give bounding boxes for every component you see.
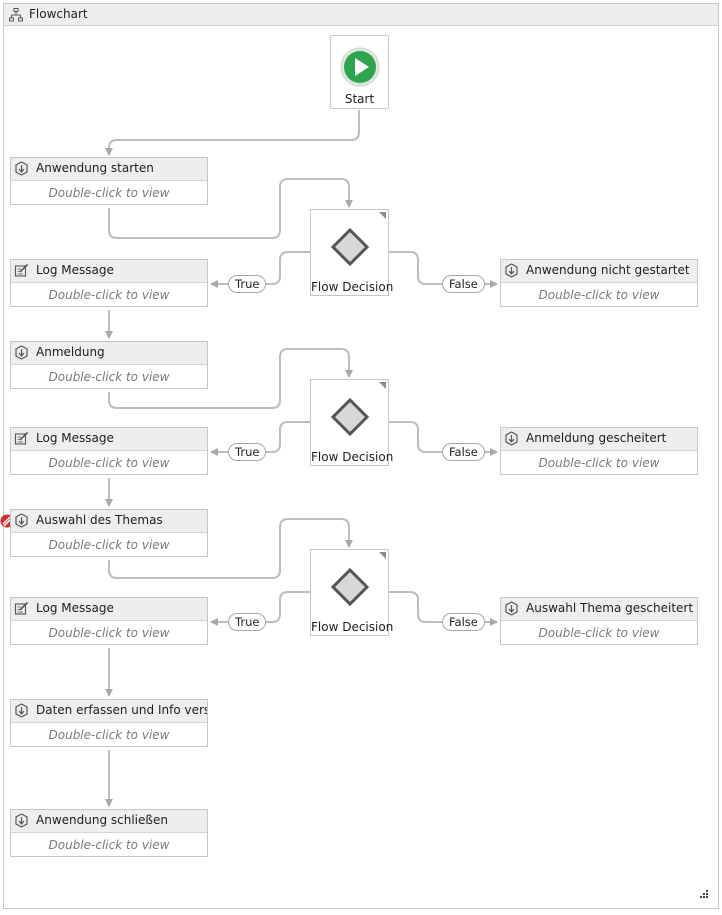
decision-label: Flow Decision: [311, 280, 394, 294]
sequence-icon: [505, 263, 518, 278]
flowchart-icon: [9, 8, 23, 22]
diamond-icon: [331, 228, 369, 266]
sequence-icon: [505, 431, 518, 446]
activity-auswahl-thema-gescheitert[interactable]: Auswahl Thema gescheitert Double-click t…: [500, 597, 698, 645]
corner-marker-icon: [379, 212, 386, 219]
activity-placeholder: Double-click to view: [48, 456, 170, 470]
activity-placeholder: Double-click to view: [538, 626, 660, 640]
activity-title: Anmeldung: [36, 345, 105, 359]
decision-label: Flow Decision: [311, 450, 394, 464]
false-label-1: False: [442, 275, 485, 293]
activity-anmeldung[interactable]: Anmeldung Double-click to view: [10, 341, 208, 389]
connector-false-2: [389, 421, 498, 456]
activity-placeholder: Double-click to view: [48, 626, 170, 640]
activity-title: Log Message: [36, 601, 114, 615]
activity-title: Auswahl Thema gescheitert: [526, 601, 694, 615]
activity-placeholder: Double-click to view: [48, 370, 170, 384]
activity-anmeldung-gescheitert[interactable]: Anmeldung gescheitert Double-click to vi…: [500, 427, 698, 475]
activity-title: Anwendung schließen: [36, 813, 168, 827]
activity-placeholder: Double-click to view: [48, 838, 170, 852]
activity-title: Anwendung nicht gestartet: [526, 263, 690, 277]
activity-log-message-1[interactable]: Log Message Double-click to view: [10, 259, 208, 307]
connector-start: [105, 110, 360, 156]
log-message-icon: [14, 601, 29, 615]
connector-to-decision-2: [108, 348, 353, 409]
play-icon: [340, 47, 380, 87]
connector-false-3: [389, 591, 498, 626]
start-label: Start: [344, 92, 375, 106]
connector-false-1: [389, 251, 498, 288]
false-label-2: False: [442, 443, 485, 461]
diamond-icon: [331, 568, 369, 606]
activity-placeholder: Double-click to view: [48, 186, 170, 200]
sequence-icon: [505, 601, 518, 616]
resize-grip-icon[interactable]: [697, 889, 709, 899]
connector-true-2: [210, 421, 310, 456]
false-label-3: False: [442, 613, 485, 631]
activity-title: Log Message: [36, 431, 114, 445]
activity-anwendung-schliessen[interactable]: Anwendung schließen Double-click to view: [10, 809, 208, 857]
sequence-icon: [15, 345, 28, 360]
log-message-icon: [14, 431, 29, 445]
activity-log-message-2[interactable]: Log Message Double-click to view: [10, 427, 208, 475]
activity-placeholder: Double-click to view: [538, 456, 660, 470]
designer-titlebar: Flowchart: [4, 4, 718, 26]
activity-title: Log Message: [36, 263, 114, 277]
true-label-2: True: [228, 443, 267, 461]
connector-true-3: [210, 591, 310, 626]
activity-placeholder: Double-click to view: [538, 288, 660, 302]
activity-auswahl-des-themas[interactable]: Auswahl des Themas Double-click to view: [10, 509, 208, 557]
diamond-icon: [331, 398, 369, 436]
sequence-icon: [15, 813, 28, 828]
start-node[interactable]: Start: [330, 35, 389, 109]
connector-to-decision-1: [108, 178, 353, 239]
activity-placeholder: Double-click to view: [48, 538, 170, 552]
connector-true-1: [210, 251, 310, 288]
sequence-icon: [15, 161, 28, 176]
activity-anwendung-nicht-gestartet[interactable]: Anwendung nicht gestartet Double-click t…: [500, 259, 698, 307]
activity-anwendung-starten[interactable]: Anwendung starten Double-click to view: [10, 157, 208, 205]
connector-to-decision-3: [108, 518, 353, 579]
designer-title: Flowchart: [29, 7, 88, 21]
decision-label: Flow Decision: [311, 620, 394, 634]
corner-marker-icon: [379, 552, 386, 559]
activity-daten-erfassen[interactable]: Daten erfassen und Info versenden Double…: [10, 699, 208, 747]
activity-placeholder: Double-click to view: [48, 288, 170, 302]
sequence-icon: [15, 703, 28, 718]
activity-title: Daten erfassen und Info versenden: [36, 703, 207, 717]
flow-decision-1[interactable]: Flow Decision: [310, 209, 394, 296]
activity-title: Anmeldung gescheitert: [526, 431, 667, 445]
activity-log-message-3[interactable]: Log Message Double-click to view: [10, 597, 208, 645]
sequence-icon: [15, 513, 28, 528]
flow-decision-2[interactable]: Flow Decision: [310, 379, 394, 466]
corner-marker-icon: [379, 382, 386, 389]
flow-decision-3[interactable]: Flow Decision: [310, 549, 394, 636]
true-label-1: True: [228, 275, 267, 293]
true-label-3: True: [228, 613, 267, 631]
activity-title: Anwendung starten: [36, 161, 154, 175]
activity-title: Auswahl des Themas: [36, 513, 163, 527]
activity-placeholder: Double-click to view: [48, 728, 170, 742]
log-message-icon: [14, 263, 29, 277]
